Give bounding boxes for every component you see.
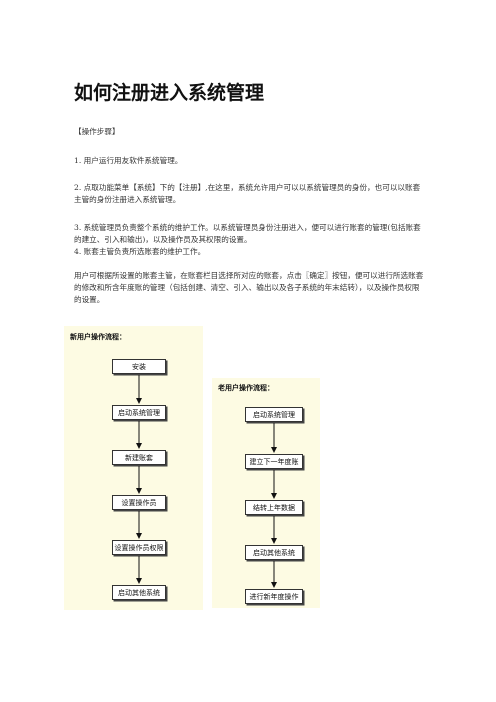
old-user-flowchart-title: 老用户操作流程： (218, 384, 274, 392)
step-3: 3. 系统管理员负责整个系统的维护工作。以系统管理员身份注册进入，便可以进行账套… (74, 223, 421, 244)
flow-step-start-system-manager-old: 启动系统管理 (245, 407, 303, 422)
flow-step-new-year-operation: 进行新年度操作 (245, 589, 303, 604)
flow-step-set-operator: 设置操作员 (112, 495, 166, 510)
note-paragraph: 用户可根据所设置的账套主管，在账套栏目选择所对应的账套，点击〖确定〗按钮，便可以… (74, 271, 424, 304)
section-heading: 【操作步骤】 (74, 127, 120, 136)
flow-step-start-other-systems: 启动其他系统 (112, 585, 166, 600)
flow-step-create-next-year-account: 建立下一年度账 (245, 454, 303, 469)
page-title: 如何注册进入系统管理 (74, 82, 265, 104)
step-1: 1. 用户运行用友软件系统管理。 (74, 156, 183, 165)
flow-step-install: 安装 (112, 359, 166, 374)
step-2: 2. 点取功能菜单【系统】下的【注册】,在这里，系统允许用户可以以系统管理员的身… (74, 183, 421, 204)
flow-step-start-system-manager: 启动系统管理 (112, 405, 166, 420)
flow-step-start-other-systems-old: 启动其他系统 (245, 545, 303, 560)
flow-step-new-account: 新建账套 (112, 450, 166, 465)
flow-step-set-operator-permission: 设置操作员权限 (112, 540, 166, 555)
new-user-flowchart-title: 新用户操作流程： (70, 333, 126, 341)
flow-step-carry-over-data: 结转上年数据 (245, 500, 303, 515)
step-4: 4. 账套主管负责所选账套的维护工作。 (74, 247, 206, 256)
